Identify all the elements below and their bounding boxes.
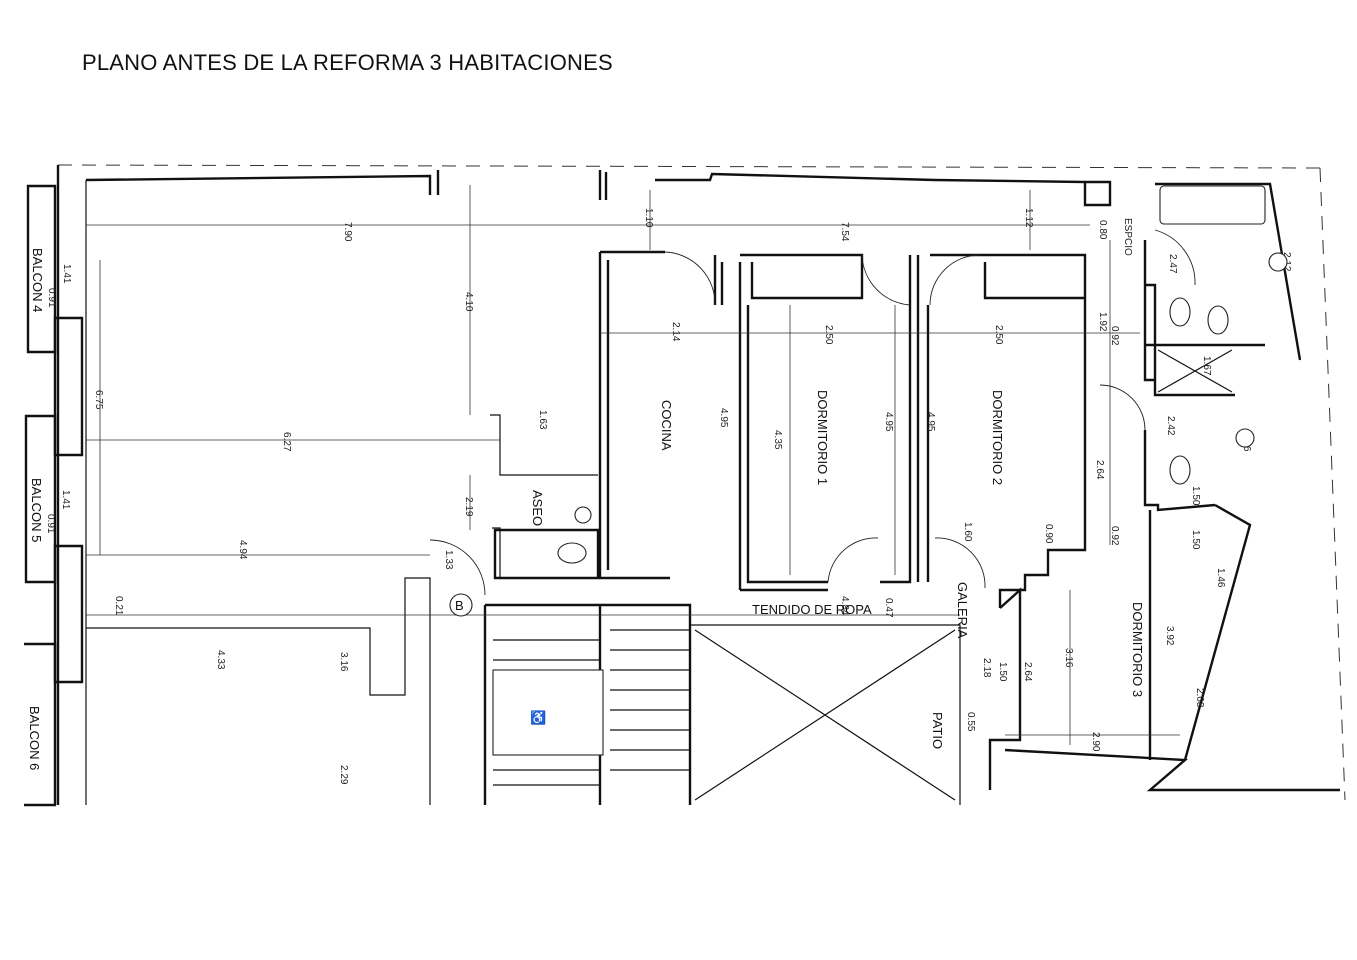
dim-264b: 2.64 xyxy=(1022,662,1033,682)
label-dormitorio1: DORMITORIO 1 xyxy=(815,390,830,485)
marker-b-icon xyxy=(449,593,473,617)
stair-core xyxy=(483,603,692,805)
dim-754: 7.54 xyxy=(839,222,850,242)
dim-055: 0.55 xyxy=(965,712,976,732)
label-balcon4: BALCON 4 xyxy=(30,248,45,312)
bathtub-icon xyxy=(1159,185,1266,225)
dim-090: 0.90 xyxy=(1043,524,1054,544)
dim-627: 6.27 xyxy=(281,432,292,452)
dim-047: 0.47 xyxy=(883,598,894,618)
door-living xyxy=(429,539,486,596)
dim-150c: 1.50 xyxy=(997,662,1008,682)
sink2-icon xyxy=(1235,428,1255,448)
dim-410: 4.10 xyxy=(463,292,474,312)
dim-091b: 0.91 xyxy=(45,514,56,534)
cocina-walls xyxy=(598,250,742,590)
dim-435: 4.35 xyxy=(772,430,783,450)
dim-167: 1.67 xyxy=(1201,356,1212,376)
bidet-icon xyxy=(1207,305,1229,335)
living-partitions xyxy=(86,414,598,805)
boundary-right xyxy=(1319,167,1346,801)
accessibility-icon: ♿ xyxy=(530,710,546,725)
dim-150a: 1.50 xyxy=(1190,486,1201,506)
label-dormitorio3: DORMITORIO 3 xyxy=(1130,602,1145,697)
aseo-walls xyxy=(493,528,600,580)
label-galeria: GALERIA xyxy=(955,582,970,639)
label-dormitorio2: DORMITORIO 2 xyxy=(990,390,1005,485)
dim-219: 2.19 xyxy=(463,497,474,517)
dim-790: 7.90 xyxy=(342,222,353,242)
dimension-labels: 7.90 7.54 1.10 1.12 0.80 4.10 6.75 6.27 … xyxy=(45,208,1292,785)
dormitorio1-walls xyxy=(740,253,920,592)
door-cocina xyxy=(664,251,716,306)
dim-150b: 1.50 xyxy=(1190,530,1201,550)
dim-433: 4.33 xyxy=(215,650,226,670)
dim-247: 2.47 xyxy=(1167,254,1178,274)
label-tendido: TENDIDO DE ROPA xyxy=(752,602,872,617)
label-patio: PATIO xyxy=(930,712,945,749)
dim-214: 2.14 xyxy=(670,322,681,342)
exterior-wall xyxy=(56,165,1302,805)
dim-146: 1.46 xyxy=(1215,568,1226,588)
toilet-icon xyxy=(1169,297,1191,327)
dim-316: 3.16 xyxy=(338,652,349,672)
dim-080: 0.80 xyxy=(1097,220,1108,240)
shower-icon xyxy=(1157,349,1233,393)
boundary-top xyxy=(57,164,1321,169)
door-dorm1-b xyxy=(827,537,879,583)
dim-250a: 2.50 xyxy=(823,325,834,345)
dim-218: 2.18 xyxy=(981,658,992,678)
bath-walls xyxy=(1143,240,1265,761)
dim-242: 2.42 xyxy=(1165,416,1176,436)
dim-495a: 4.95 xyxy=(718,408,729,428)
dim-250b: 2.50 xyxy=(993,325,1004,345)
dim-229: 2.29 xyxy=(338,765,349,785)
dim-316b: 3.16 xyxy=(1063,648,1074,668)
marker-b-label: B xyxy=(455,598,464,613)
dim-092b: 0.92 xyxy=(1109,526,1120,546)
dim-141a: 1.41 xyxy=(61,264,72,284)
dim-192: 1.92 xyxy=(1097,312,1108,332)
dim-264a: 2.64 xyxy=(1094,460,1105,480)
label-balcon6: BALCON 6 xyxy=(27,706,42,770)
dim-494: 4.94 xyxy=(237,540,248,560)
dim-484: 4.84 xyxy=(839,596,850,616)
dimension-lines xyxy=(86,185,1180,745)
dim-021: 0.21 xyxy=(113,596,124,616)
label-aseo: ASEO xyxy=(530,490,545,526)
dim-495c: 4.95 xyxy=(925,412,936,432)
dormitorio2-walls xyxy=(926,253,1087,608)
aseo-toilet-icon xyxy=(557,542,587,564)
sink-icon xyxy=(1268,252,1288,272)
dormitorio3-walls xyxy=(988,587,1340,792)
dim-092a: 0.92 xyxy=(1109,326,1120,346)
toilet2-icon xyxy=(1169,455,1191,485)
dim-392: 3.92 xyxy=(1164,626,1175,646)
dim-208: 2.08 xyxy=(1194,688,1205,708)
patio-walls xyxy=(689,624,961,805)
door-dorm1 xyxy=(861,254,911,306)
dim-133: 1.33 xyxy=(443,550,454,570)
dim-160: 1.60 xyxy=(962,522,973,542)
door-bath2 xyxy=(1099,384,1146,431)
door-dorm2 xyxy=(929,254,981,306)
dim-091a: 0.91 xyxy=(46,288,57,308)
dim-110: 1.10 xyxy=(643,208,654,228)
dim-141b: 1.41 xyxy=(60,490,71,510)
door-dorm2-b xyxy=(934,537,986,589)
dim-163: 1.63 xyxy=(537,410,548,430)
label-balcon5: BALCON 5 xyxy=(29,478,44,542)
aseo-sink-icon xyxy=(574,506,592,524)
dim-112: 1.12 xyxy=(1023,208,1034,228)
dim-495b: 4.95 xyxy=(883,412,894,432)
dim-290: 2.90 xyxy=(1090,732,1101,752)
left-facade xyxy=(24,180,87,807)
label-cocina: COCINA xyxy=(659,400,674,451)
door-bath xyxy=(1154,229,1196,286)
label-espacio: ESPCIO xyxy=(1122,218,1133,256)
page-title: PLANO ANTES DE LA REFORMA 3 HABITACIONES xyxy=(82,50,613,75)
dim-675: 6.75 xyxy=(93,390,104,410)
